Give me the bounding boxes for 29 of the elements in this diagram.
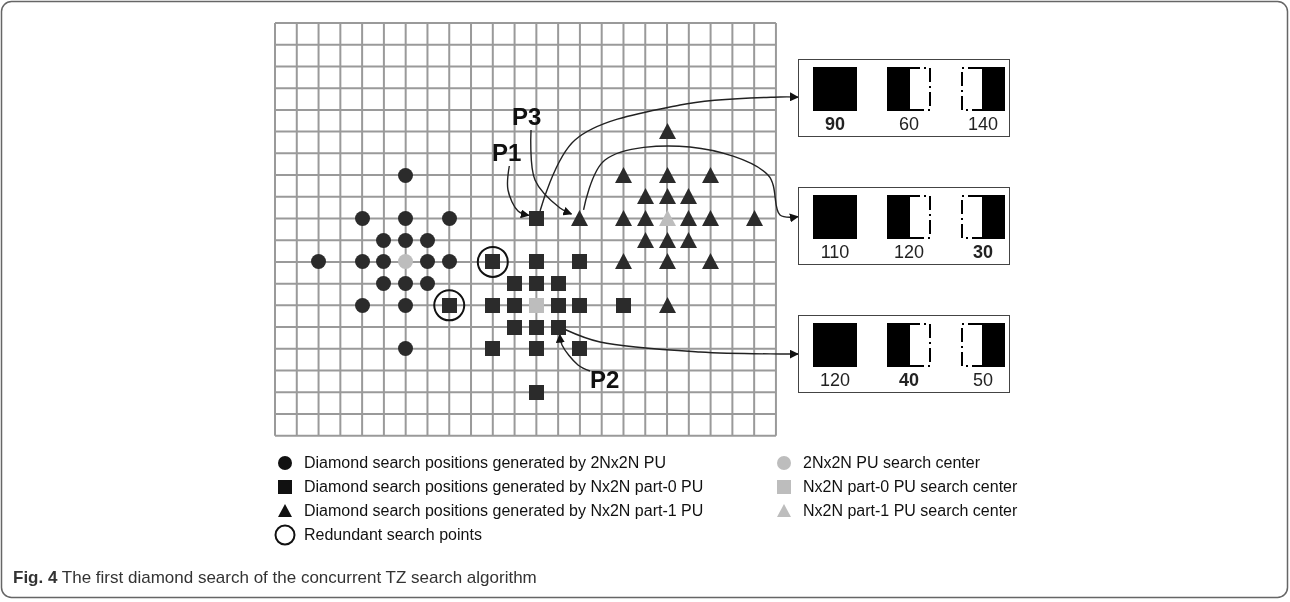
point-label: P3 <box>512 104 548 130</box>
cost-value: 120 <box>892 242 925 262</box>
cost-value: 120 <box>818 370 851 390</box>
arrow <box>530 129 573 216</box>
cost-value: 140 <box>966 114 999 134</box>
arrow <box>555 333 591 372</box>
cost-value: 90 <box>824 114 846 134</box>
legend-text: Diamond search positions generated by Nx2N part-0 PU <box>304 478 704 496</box>
point-label: P2 <box>590 367 626 393</box>
cost-value: 40 <box>898 370 920 390</box>
cost-value: 50 <box>972 370 994 390</box>
arrow <box>539 92 799 212</box>
arrow <box>506 165 530 219</box>
partition-box <box>798 315 1010 393</box>
cost-value: 60 <box>898 114 920 134</box>
legend-text: Diamond search positions generated by 2Nx2N PU <box>304 454 666 472</box>
cost-value: 110 <box>819 242 851 262</box>
figure-caption: Fig. 4 The first diamond search of the concurrent TZ search algorithm <box>13 568 537 588</box>
legend-text: Diamond search positions generated by Nx2N part-1 PU <box>304 502 704 520</box>
partition-box <box>798 59 1010 137</box>
legend-text: 2Nx2N PU search center <box>803 454 980 472</box>
arrow <box>564 329 799 359</box>
point-label: P1 <box>492 140 528 166</box>
partition-box <box>798 187 1010 265</box>
legend-text: Redundant search points <box>304 526 482 544</box>
legend-text: Nx2N part-1 PU search center <box>803 502 1018 520</box>
legend-text: Nx2N part-0 PU search center <box>803 478 1018 496</box>
arrow <box>582 145 799 223</box>
cost-value: 30 <box>972 242 994 262</box>
